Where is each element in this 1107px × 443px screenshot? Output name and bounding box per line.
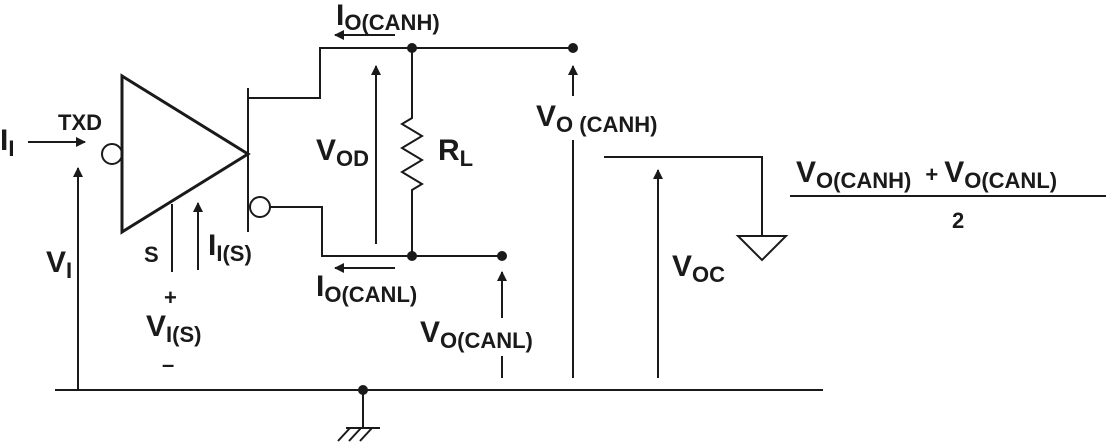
label-plus: + <box>164 285 177 310</box>
canh-wire <box>248 47 573 99</box>
canh-terminal <box>568 43 578 53</box>
label-voc: VOC <box>672 250 725 287</box>
label-rl: RL <box>438 134 473 171</box>
label-io-canl: IO(CANL) <box>316 270 417 307</box>
label-vo-canl: VO(CANL) <box>420 316 533 353</box>
canl-terminal <box>497 251 507 261</box>
load-resistor <box>400 48 424 256</box>
formula-denominator: 2 <box>952 208 964 233</box>
reference-triangle <box>735 235 789 262</box>
label-ii: II <box>0 124 14 161</box>
label-vi: VI <box>46 246 72 283</box>
label-s: S <box>144 242 159 267</box>
label-minus: – <box>162 352 174 377</box>
driver-triangle <box>120 73 251 235</box>
ground-hatch-icon <box>337 427 373 442</box>
label-txd: TXD <box>58 110 102 135</box>
voc-reference-wire <box>604 156 763 236</box>
canl-output-bubble <box>249 196 271 218</box>
label-vis: VI(S) <box>146 310 201 347</box>
canl-wire <box>270 206 502 257</box>
txd-input-bubble <box>101 143 123 165</box>
formula-numerator: VO(CANH)+VO(CANL) <box>796 156 1057 193</box>
label-vo-canh: VO (CANH) <box>536 100 657 137</box>
label-vod: VOD <box>316 134 369 171</box>
label-io-canh: IO(CANH) <box>336 0 440 35</box>
label-iis: II(S) <box>208 229 252 266</box>
